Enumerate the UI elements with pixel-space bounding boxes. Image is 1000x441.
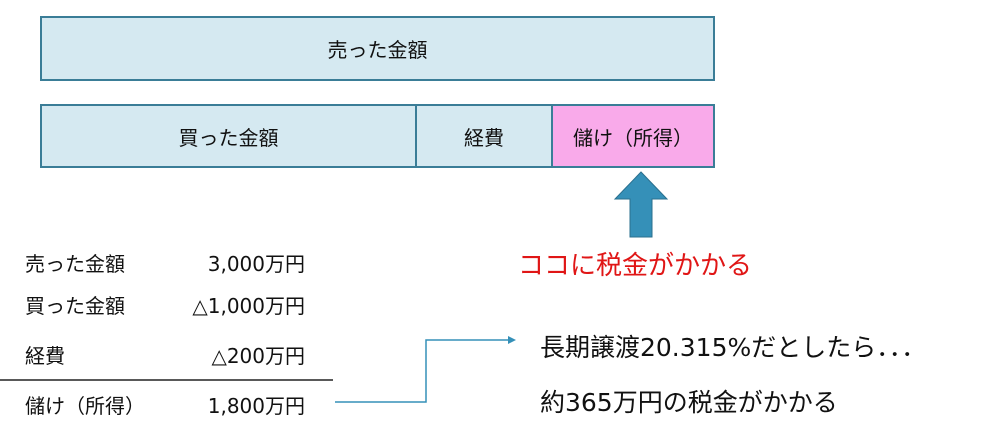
row-value-sale: 3,000万円 <box>207 252 305 276</box>
expenses-label: 経費 <box>464 125 504 150</box>
tax-callout: ココに税金がかかる <box>518 251 753 281</box>
row-value-purchase: △1,000万円 <box>192 294 305 318</box>
tax-rate-text: 長期譲渡20.315%だとしたら．．． <box>540 333 927 362</box>
tax-amount-text: 約365万円の税金がかかる <box>540 388 838 417</box>
row-label-purchase: 買った金額 <box>25 294 125 318</box>
row-label-expenses: 経費 <box>25 344 65 368</box>
purchase-amount-segment: 買った金額 <box>40 104 417 168</box>
connector-arrow <box>335 339 510 403</box>
sale-amount-label: 売った金額 <box>327 38 428 62</box>
sale-amount-bar: 売った金額 <box>40 16 715 81</box>
row-value-expenses: △200万円 <box>211 344 305 368</box>
row-value-profit: 1,800万円 <box>207 394 305 418</box>
up-arrow-icon <box>613 171 669 238</box>
profit-segment: 儲け（所得） <box>551 104 715 168</box>
row-label-profit: 儲け（所得） <box>25 394 145 418</box>
row-label-sale: 売った金額 <box>25 252 125 276</box>
purchase-amount-label: 買った金額 <box>178 125 279 150</box>
connector-arrowhead-icon <box>508 336 516 344</box>
profit-label: 儲け（所得） <box>573 125 693 150</box>
